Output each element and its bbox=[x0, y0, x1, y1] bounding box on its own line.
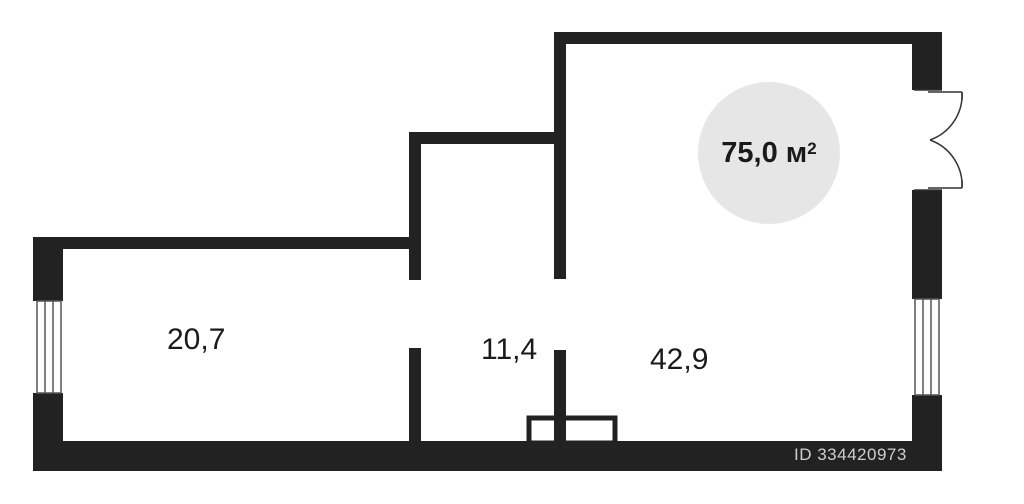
wall-hall-divider-lower bbox=[409, 348, 421, 448]
wall-top-main-room bbox=[554, 32, 942, 44]
wall-top-left-room bbox=[33, 237, 419, 249]
window-left bbox=[36, 300, 62, 394]
listing-id-watermark: ID 334420973 bbox=[794, 445, 907, 464]
room-area-main: 42,9 bbox=[650, 343, 709, 376]
window-right bbox=[914, 298, 940, 396]
total-area-value: 75,0 bbox=[721, 136, 778, 169]
walls bbox=[33, 32, 942, 471]
wall-bottom bbox=[33, 441, 942, 471]
entrance-door bbox=[914, 89, 963, 191]
wall-right-middle bbox=[912, 190, 942, 299]
wall-left-lower bbox=[33, 393, 63, 471]
wall-top-hall bbox=[409, 132, 566, 144]
wall-hall-divider-upper bbox=[409, 132, 421, 280]
wall-right-lower bbox=[912, 395, 942, 471]
room-area-left: 20,7 bbox=[167, 323, 226, 356]
wall-right-top bbox=[912, 32, 942, 90]
room-area-hall: 11,4 bbox=[481, 333, 538, 366]
wall-right-divider-upper bbox=[554, 32, 566, 279]
total-area-unit-power: 2 bbox=[807, 139, 817, 158]
utility-box bbox=[526, 415, 618, 446]
total-area-unit: м bbox=[785, 136, 808, 169]
